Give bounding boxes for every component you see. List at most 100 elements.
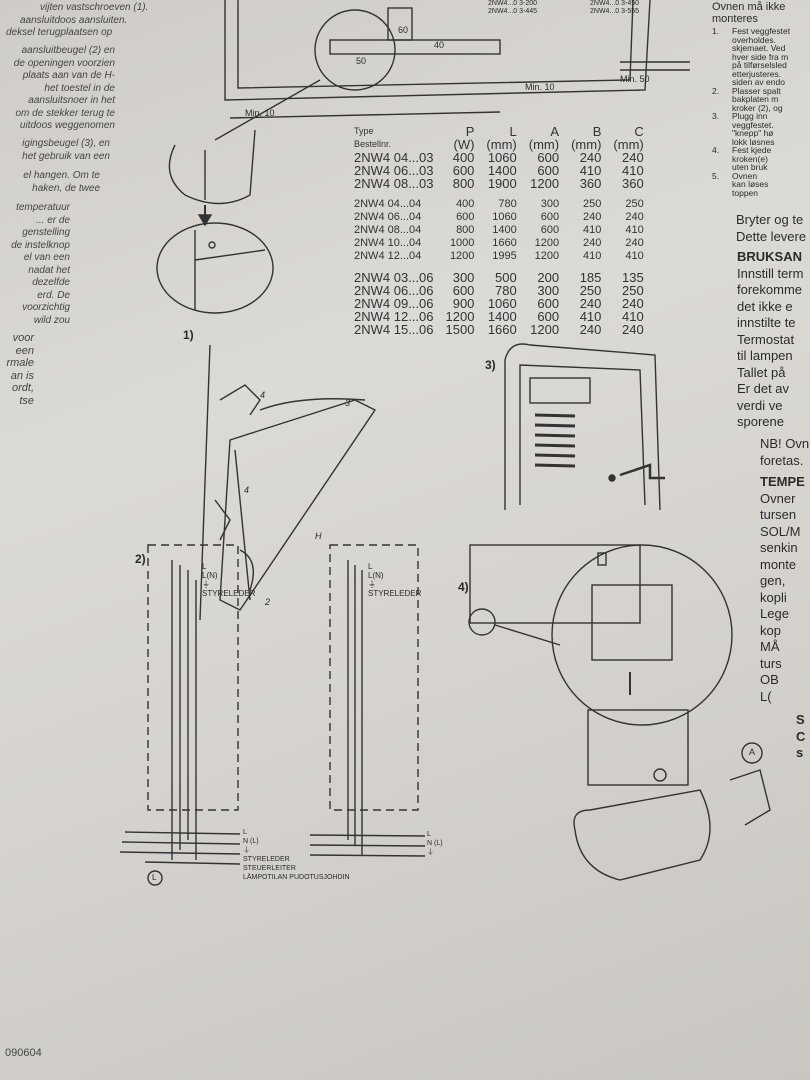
wiring-diagram-left <box>119 544 241 886</box>
table-cell: 240 <box>622 296 644 311</box>
text-line: Er det av <box>737 381 790 396</box>
text-line: turs <box>760 655 782 671</box>
terminal-styreleder: STYRELEDER <box>368 589 422 598</box>
header-p-unit: (W) <box>453 137 475 152</box>
table-cell: 1060 <box>487 150 517 165</box>
text-line: NB! Ovn <box>760 436 810 451</box>
text-line: Lege <box>760 606 789 621</box>
table-cell: 400 <box>452 150 475 165</box>
header-type: Type <box>354 126 374 136</box>
table-cell: 410 <box>579 163 602 178</box>
text-line: uitdoos weggenomen <box>19 120 115 131</box>
table-cell: 250 <box>579 283 602 298</box>
text-line: haken, de twee <box>32 182 100 194</box>
text-line: overholdes. <box>732 34 776 45</box>
table-cell: 240 <box>583 237 602 249</box>
text-line: rmale <box>6 357 34 369</box>
table-cell: 600 <box>537 296 560 311</box>
table-header-bottom: Bestellnr. (W) (mm) (mm) (mm) (mm) <box>348 138 650 151</box>
table-cell: 1400 <box>492 224 517 236</box>
text-line: plaats aan van de H- <box>22 70 115 81</box>
footer-code: 090604 <box>5 1047 42 1059</box>
header-l: L <box>509 124 517 139</box>
table-cell: 1200 <box>534 237 560 249</box>
text-line: Innstill term <box>737 265 804 281</box>
table-cell: 240 <box>622 322 644 337</box>
text-line: aansluitsnoer in het <box>28 95 115 106</box>
text-line: s <box>796 745 804 760</box>
table-cell: 1660 <box>492 237 517 249</box>
figure-3-label: 3) <box>485 358 496 372</box>
nb-text: NB! Ovn foretas. <box>760 436 809 469</box>
dim-40-label: 40 <box>434 40 445 50</box>
table-cell: 2NW4 15...06 <box>354 322 434 337</box>
table-cell: 410 <box>583 224 602 236</box>
table-cell: 1000 <box>449 237 475 249</box>
callout-a: A <box>749 747 756 757</box>
left-text-block-6: voor een rmale an is ordt, tse <box>0 332 34 407</box>
bryter-text: Bryter og te Dette levere <box>736 212 806 245</box>
oven-top-drawing <box>224 0 690 119</box>
figure-2-label: 2) <box>135 552 146 566</box>
mini-table-row: 2NW4...0 3-450 <box>590 0 640 7</box>
bracket-detail-drawing <box>156 79 321 314</box>
dim-50-label: 50 <box>356 56 367 66</box>
s-fragments: S C s <box>796 712 805 762</box>
text-line: uten bruk <box>732 162 768 172</box>
header-p: P <box>465 124 475 139</box>
table-cell: 1200 <box>530 322 560 337</box>
table-cell: 600 <box>452 283 475 298</box>
table-cell: 2NW4 03...06 <box>354 270 434 285</box>
text-line: kroken(e) <box>732 153 768 164</box>
text-line: Dette levere <box>736 228 807 244</box>
terminal-l: L <box>368 562 373 571</box>
terminal-earth: ⏚ <box>368 580 376 589</box>
table-cell: 2NW4 06...03 <box>354 163 434 178</box>
header-b: B <box>592 124 602 139</box>
text-line: igingsbeugel (3), en <box>22 138 110 149</box>
text-line: hver side fra m <box>732 51 789 62</box>
table-cell: 600 <box>537 163 560 178</box>
text-line: deksel terugplaatsen op <box>6 27 113 38</box>
text-line: an is <box>10 369 34 382</box>
text-line: C <box>796 728 806 744</box>
dim-60-label: 60 <box>398 25 409 35</box>
table-cell: 410 <box>625 224 644 236</box>
text-line: MÅ <box>760 639 780 654</box>
text-line: een <box>15 344 34 357</box>
text-line: Fest veggfestet <box>732 26 791 36</box>
text-line: kroker (2), og <box>732 102 783 113</box>
text-line: Ovnen <box>732 170 758 181</box>
text-line: Fest kjede <box>732 145 772 155</box>
table-cell: 1995 <box>492 250 517 262</box>
bus-styreleder: STYRELEDER <box>243 856 290 863</box>
left-text-block-2: aansluitbeugel (2) en de openingen voorz… <box>0 45 115 133</box>
text-line: toppen <box>732 187 758 198</box>
text-line: til lampen <box>737 348 793 363</box>
callout-4-top: 4 <box>260 390 266 400</box>
text-line: aansluitdoos aansluiten. <box>20 14 128 26</box>
table-cell: 250 <box>583 198 602 210</box>
min10-bottom-label: Min. 10 <box>525 82 555 92</box>
table-cell: 2NW4 06...04 <box>354 211 422 223</box>
bruksanvisning-heading: BRUKSAN <box>737 249 802 264</box>
table-cell: 2NW4 08...03 <box>354 176 434 191</box>
text-line: voorzichtig <box>22 302 70 313</box>
text-line: senkin <box>760 540 798 555</box>
table-cell: 600 <box>540 211 560 223</box>
text-line: etterjusteres. <box>732 68 782 79</box>
header-a: A <box>550 124 560 139</box>
text-line: de instelknop <box>11 239 70 251</box>
